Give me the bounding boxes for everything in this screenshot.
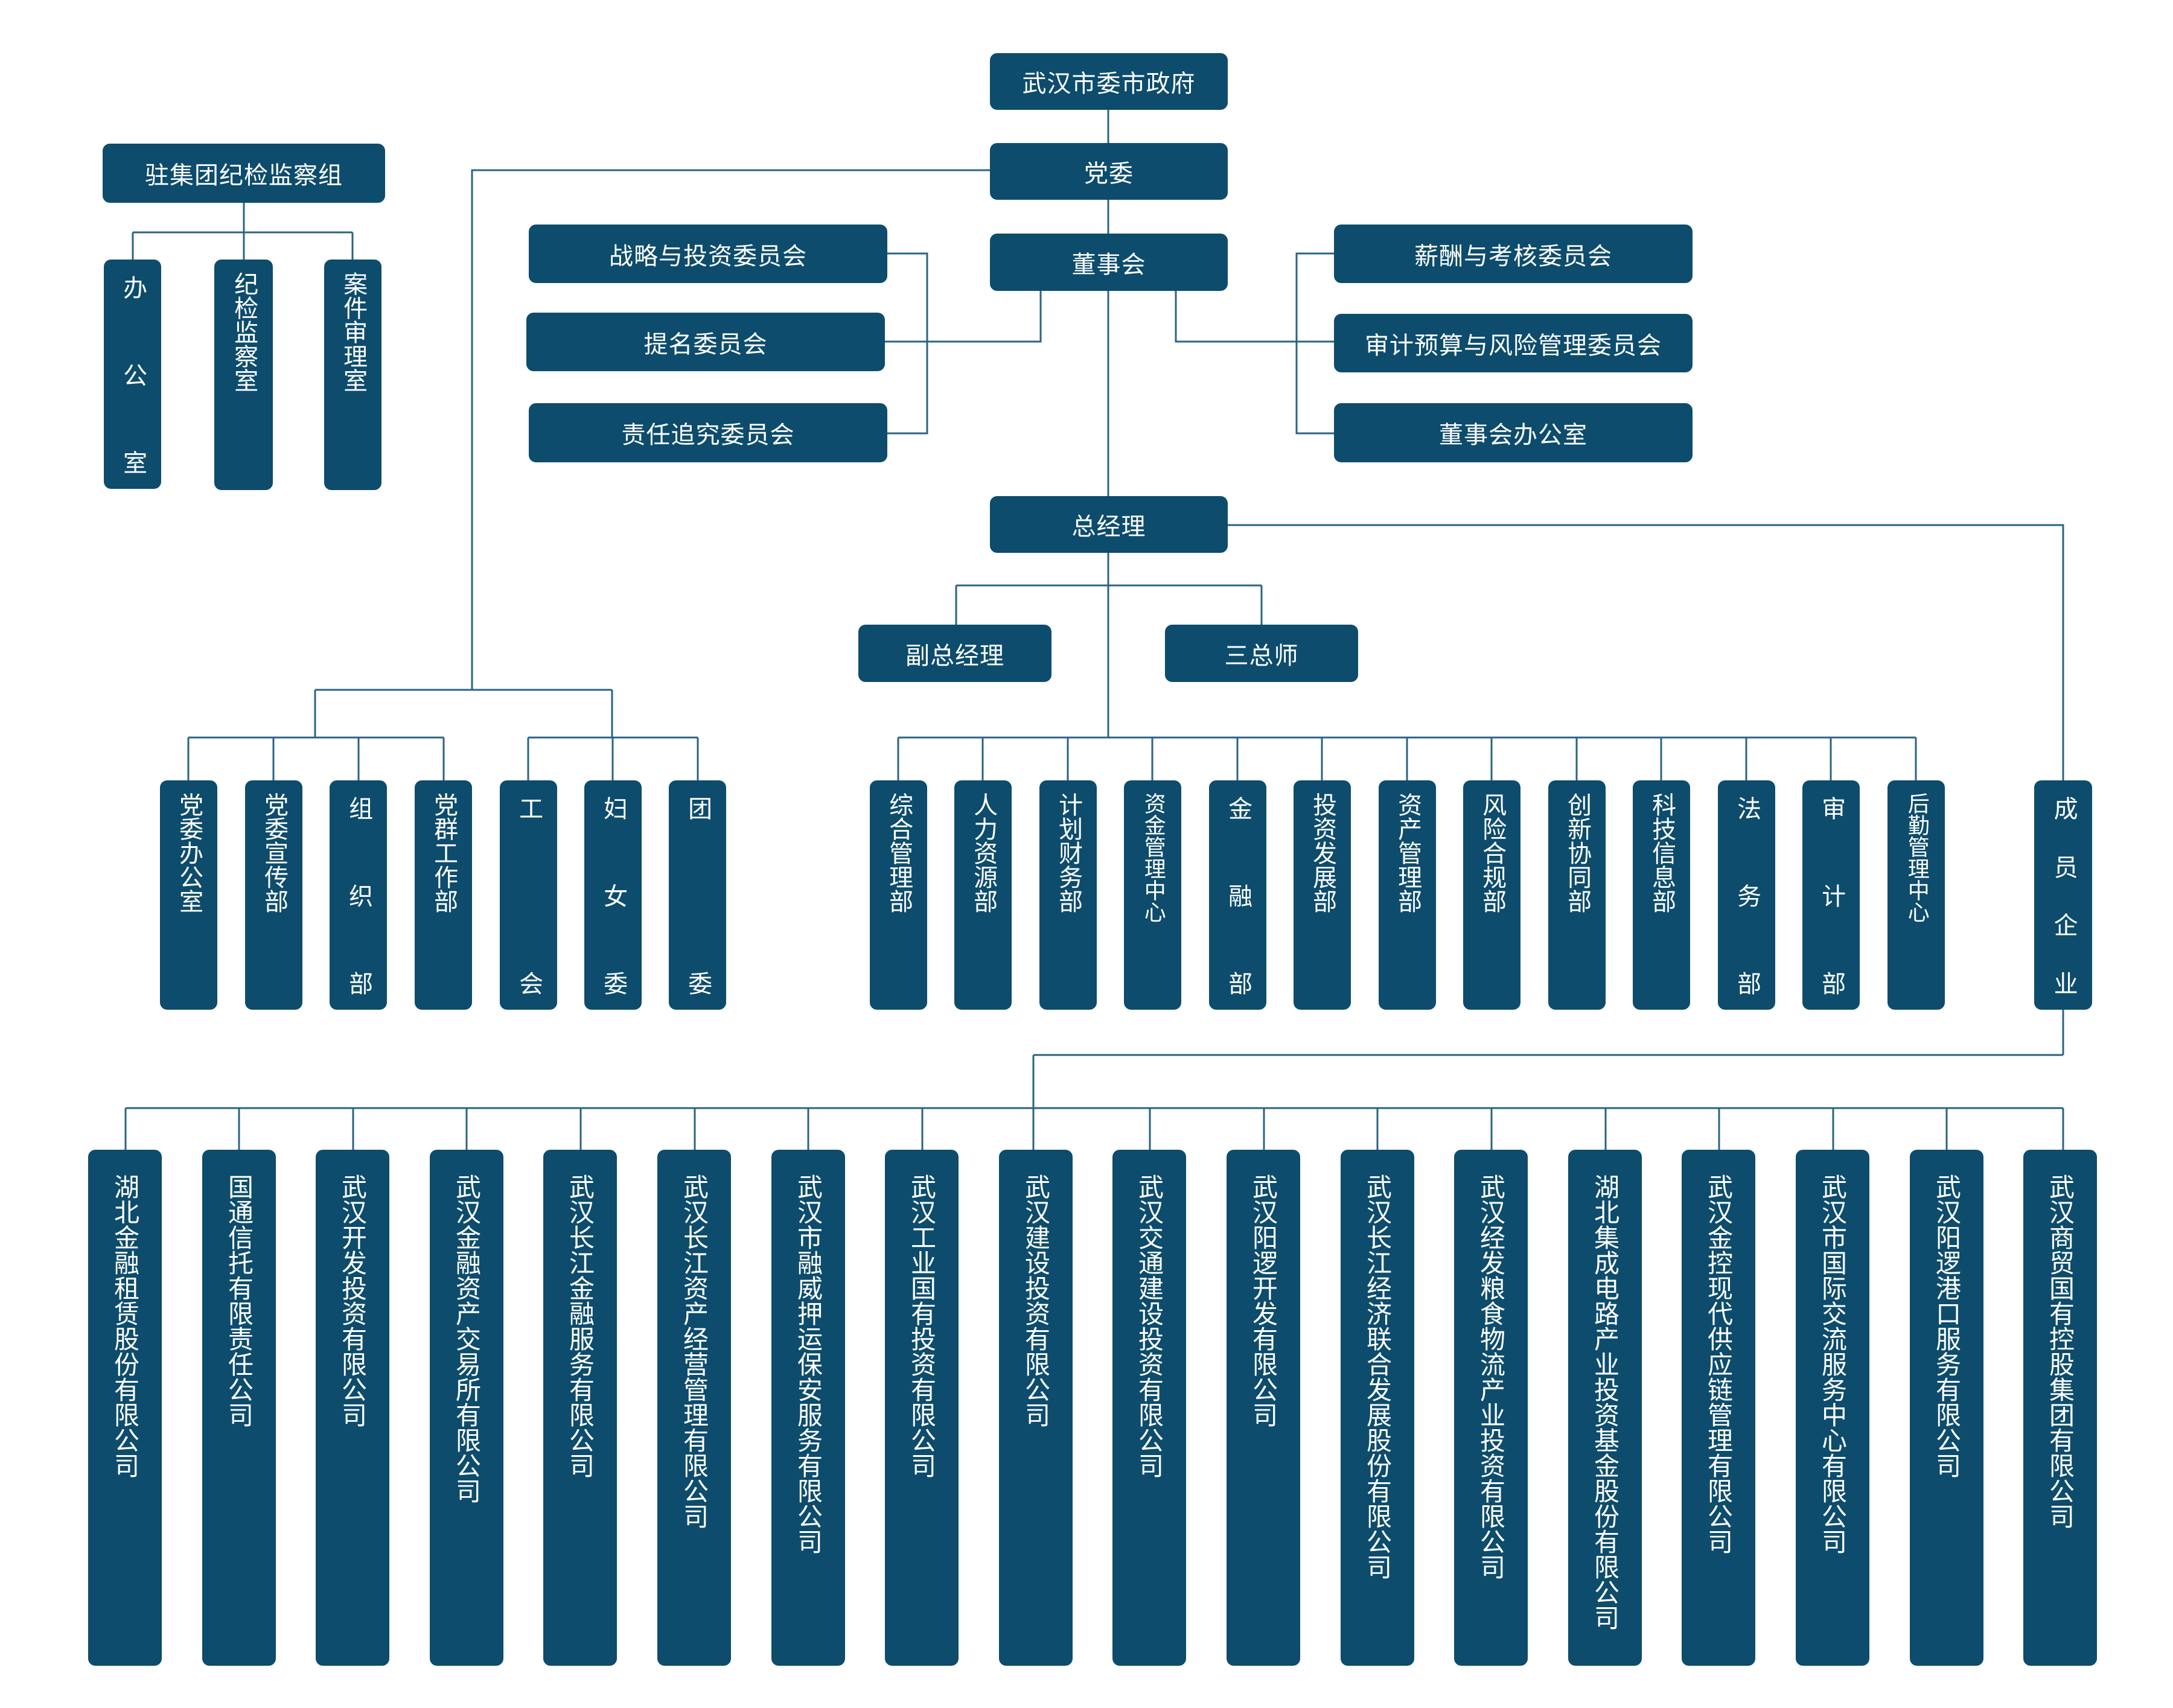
committee-strategy-investment: 战略与投资委员会 (529, 225, 887, 283)
dept-human-resources: 人力资源部 (954, 780, 1012, 1010)
char-3: 室 (119, 450, 147, 474)
char-1: 组 (345, 796, 373, 820)
node-board: 董事会 (990, 234, 1228, 291)
subsidiary: 湖北集成电路产业投资基金股份有限公司 (1568, 1150, 1642, 1666)
char-3: 部 (345, 971, 373, 995)
dept-general-management: 综合管理部 (870, 780, 927, 1010)
node-member-enterprises: 成 员 企 业 (2034, 780, 2092, 1010)
committee-audit-risk: 审计预算与风险管理委员会 (1334, 314, 1693, 372)
subsidiary: 武汉长江金融服务有限公司 (543, 1150, 617, 1666)
char-3: 委 (599, 971, 628, 995)
subsidiary: 武汉经发粮食物流产业投资有限公司 (1454, 1150, 1528, 1666)
char-1: 审 (1817, 796, 1846, 820)
discipline-office-supervision: 纪检监察室 (214, 260, 273, 490)
subsidiary: 武汉开发投资有限公司 (316, 1150, 389, 1666)
char-2: 融 (1224, 884, 1252, 908)
node-deputy-gm: 副总经理 (858, 625, 1051, 682)
party-dept-women: 妇 女 委 (584, 780, 642, 1010)
party-dept-union: 工 会 (500, 780, 557, 1010)
dept-audit: 审 计 部 (1802, 780, 1860, 1010)
subsidiary: 武汉建设投资有限公司 (999, 1150, 1073, 1666)
subsidiary: 武汉金控现代供应链管理有限公司 (1682, 1150, 1755, 1666)
dept-technology-information: 科技信息部 (1633, 780, 1690, 1010)
committee-compensation: 薪酬与考核委员会 (1334, 225, 1693, 283)
dept-legal: 法 务 部 (1718, 780, 1775, 1010)
char-3: 企 (2049, 913, 2078, 937)
char-1: 成 (2049, 796, 2078, 820)
char-4: 业 (2049, 970, 2078, 995)
char-2: 委 (684, 971, 712, 995)
char-2: 公 (119, 363, 147, 387)
node-three-chiefs: 三总师 (1165, 625, 1358, 682)
subsidiary: 武汉市融威押运保安服务有限公司 (771, 1150, 845, 1666)
char-3: 部 (1817, 971, 1846, 995)
char-2: 计 (1817, 884, 1846, 908)
subsidiary: 湖北金融租赁股份有限公司 (88, 1150, 162, 1666)
discipline-office-general: 办 公 室 (104, 260, 161, 489)
subsidiary: 武汉长江资产经营管理有限公司 (657, 1150, 731, 1666)
committee-accountability: 责任追究委员会 (529, 403, 887, 462)
char-3: 部 (1224, 971, 1252, 995)
char-1: 妇 (599, 796, 628, 820)
dept-innovation-synergy: 创新协同部 (1548, 780, 1606, 1010)
char-1: 工 (515, 796, 543, 820)
subsidiary: 武汉阳逻港口服务有限公司 (1910, 1150, 1983, 1666)
char-2: 务 (1733, 884, 1761, 908)
party-dept-office: 党委办公室 (160, 780, 217, 1010)
party-dept-organization: 组 织 部 (330, 780, 387, 1010)
char-2: 女 (599, 884, 628, 908)
dept-risk-compliance: 风险合规部 (1463, 780, 1520, 1010)
party-dept-mass-work: 党群工作部 (415, 780, 472, 1010)
subsidiary: 武汉商贸国有控股集团有限公司 (2023, 1150, 2097, 1666)
node-party-committee: 党委 (990, 143, 1228, 200)
char-2: 织 (345, 884, 373, 908)
char-2: 会 (515, 971, 543, 995)
subsidiary: 国通信托有限责任公司 (202, 1150, 276, 1666)
subsidiary: 武汉长江经济联合发展股份有限公司 (1341, 1150, 1414, 1666)
subsidiary: 武汉金融资产交易所有限公司 (430, 1150, 503, 1666)
char-1: 法 (1733, 796, 1761, 820)
char-1: 团 (684, 796, 712, 820)
dept-logistics-center: 后勤管理中心 (1887, 780, 1945, 1010)
committee-nomination: 提名委员会 (526, 313, 885, 371)
node-general-manager: 总经理 (990, 496, 1228, 553)
char-1: 办 (119, 275, 147, 299)
subsidiary: 武汉工业国有投资有限公司 (885, 1150, 959, 1666)
node-discipline-group: 驻集团纪检监察组 (103, 144, 385, 203)
board-office: 董事会办公室 (1334, 403, 1693, 462)
node-government: 武汉市委市政府 (990, 53, 1228, 110)
dept-fund-management: 资金管理中心 (1124, 780, 1181, 1010)
dept-investment-development: 投资发展部 (1294, 780, 1351, 1010)
char-2: 员 (2049, 854, 2078, 879)
char-3: 部 (1733, 971, 1761, 995)
char-1: 金 (1224, 796, 1252, 820)
party-dept-youth: 团 委 (669, 780, 726, 1010)
dept-finance: 金 融 部 (1209, 780, 1266, 1010)
dept-planning-finance: 计划财务部 (1039, 780, 1097, 1010)
subsidiary: 武汉阳逻开发有限公司 (1227, 1150, 1300, 1666)
dept-asset-management: 资产管理部 (1379, 780, 1436, 1010)
subsidiary: 武汉交通建设投资有限公司 (1112, 1150, 1186, 1666)
discipline-office-review: 案件审理室 (324, 260, 381, 490)
party-dept-publicity: 党委宣传部 (245, 780, 302, 1010)
subsidiary: 武汉市国际交流服务中心有限公司 (1796, 1150, 1869, 1666)
